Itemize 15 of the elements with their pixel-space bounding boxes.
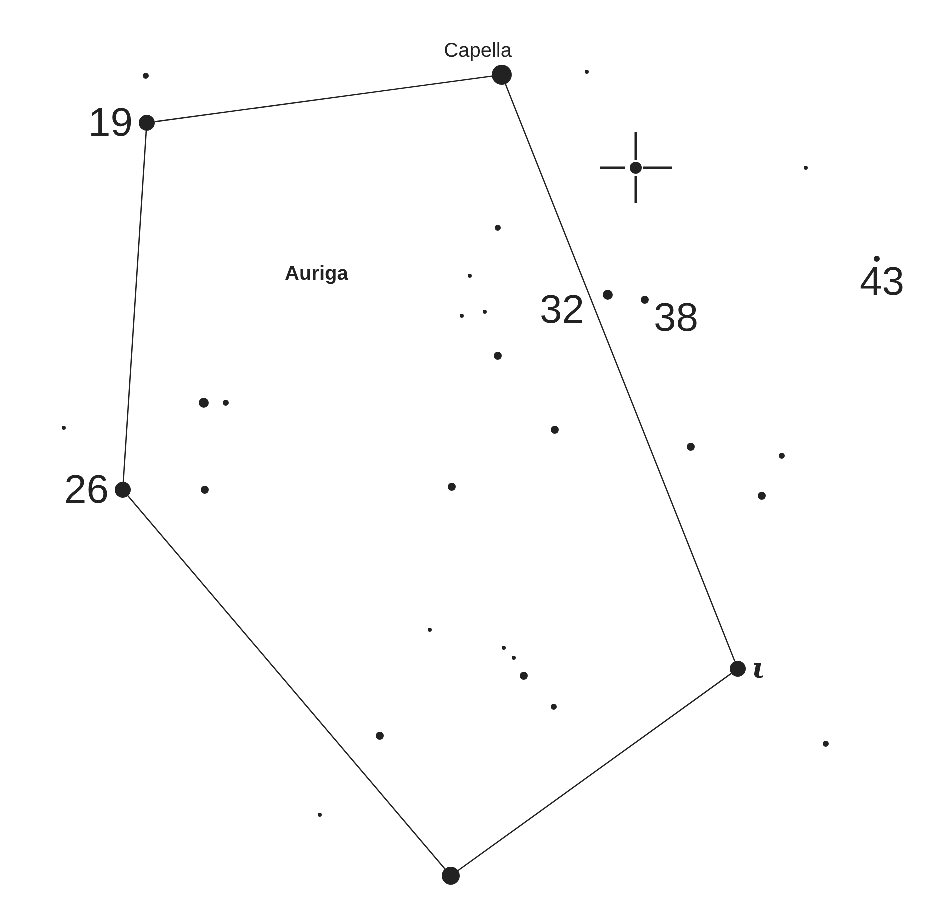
constellation-line <box>154 76 492 123</box>
star-name: ι <box>752 655 766 683</box>
star-number: 43 <box>860 262 904 302</box>
star-name: 19 <box>88 103 133 143</box>
star-dot <box>442 867 460 885</box>
constellation-line <box>458 673 732 872</box>
constellation-line <box>128 496 446 870</box>
labelled-star <box>444 41 512 85</box>
star-number: 38 <box>654 298 698 338</box>
constellation-line <box>505 84 736 662</box>
star-number: 32 <box>540 290 584 330</box>
star-name: 26 <box>64 470 109 510</box>
constellation-line <box>122 130 148 482</box>
star-name: Capella <box>444 41 512 61</box>
constellation-name: Auriga <box>285 264 348 284</box>
